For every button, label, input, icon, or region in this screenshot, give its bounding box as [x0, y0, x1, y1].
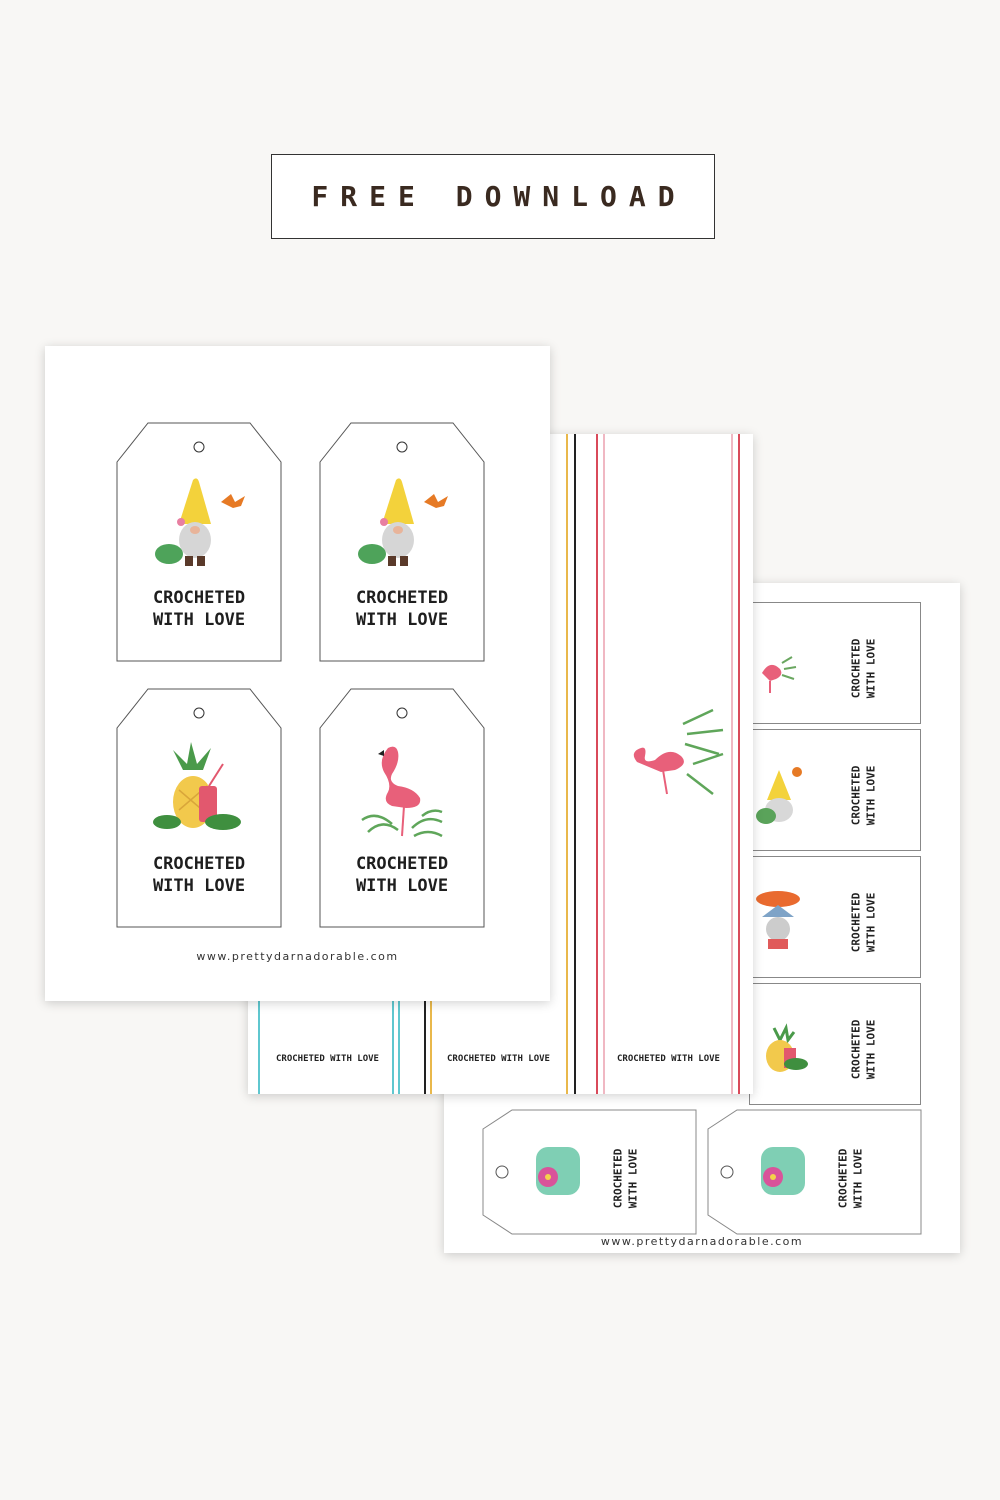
- bookmark-label: CROCHETED WITH LOVE: [447, 1054, 550, 1064]
- tag-outline: [319, 688, 485, 928]
- pineapple-drink-icon: [766, 1023, 808, 1072]
- back-tag-5-shape: [482, 1109, 697, 1235]
- surf-gnome-icon: [756, 891, 800, 949]
- bookmark-stripe: [574, 434, 576, 1094]
- gnome-icon: [155, 478, 245, 566]
- flamingo-icon: [633, 708, 724, 795]
- banner-title: FREE DOWNLOAD: [311, 180, 687, 213]
- bookmark-stripe: [738, 434, 740, 1094]
- gnome-icon: [756, 767, 802, 824]
- back-website[interactable]: www.prettydarnadorable.com: [600, 1235, 804, 1248]
- bookmark-stripe: [566, 434, 568, 1094]
- free-download-banner[interactable]: FREE DOWNLOAD: [271, 154, 715, 239]
- back-tag-6-shape: [707, 1109, 922, 1235]
- flamingo-icon: [361, 746, 443, 838]
- gnome-icon: [358, 478, 448, 566]
- bookmark-stripe: [596, 434, 598, 1094]
- bookmark-label: CROCHETED WITH LOVE: [276, 1054, 379, 1064]
- pineapple-drink-icon: [153, 742, 241, 830]
- bookmark-stripe: [731, 434, 733, 1094]
- orchid-cup-icon: [536, 1147, 580, 1195]
- bookmark-label: CROCHETED WITH LOVE: [617, 1054, 720, 1064]
- front-website[interactable]: www.prettydarnadorable.com: [196, 950, 399, 963]
- orchid-cup-icon: [761, 1147, 805, 1195]
- bookmark-stripe: [603, 434, 605, 1094]
- flamingo-icon: [762, 656, 797, 693]
